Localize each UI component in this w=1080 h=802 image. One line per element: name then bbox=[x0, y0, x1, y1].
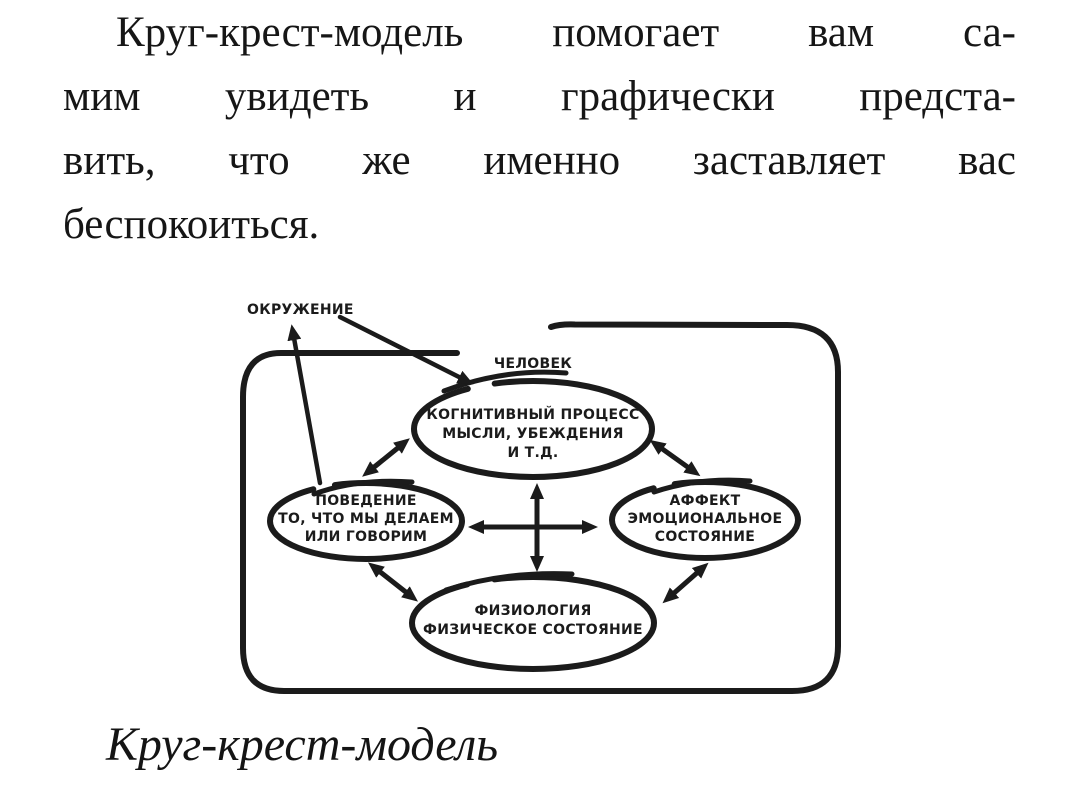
behavior-line-1: ПОВЕДЕНИЕ bbox=[315, 493, 417, 509]
cognition-node bbox=[411, 369, 655, 480]
behavior-node bbox=[267, 478, 465, 562]
affect-node bbox=[609, 477, 801, 561]
physiology-line-2: ФИЗИЧЕСКОЕ СОСТОЯНИЕ bbox=[423, 622, 643, 638]
physiology-ellipse bbox=[409, 574, 657, 672]
physiology-node bbox=[409, 571, 657, 672]
physiology-sketch-stroke bbox=[443, 571, 575, 593]
affect-label: АФФЕКТ ЭМОЦИОНАЛЬНОЕ СОСТОЯНИЕ bbox=[628, 493, 783, 545]
behavior-line-2: ТО, ЧТО МЫ ДЕЛАЕМ bbox=[278, 511, 454, 527]
cognition-line-3: И Т.Д. bbox=[507, 445, 558, 461]
paragraph: Круг-крест-модель помогает вам са- мим у… bbox=[63, 1, 1016, 257]
behavior-label: ПОВЕДЕНИЕ ТО, ЧТО МЫ ДЕЛАЕМ ИЛИ ГОВОРИМ bbox=[278, 493, 454, 545]
person-label: ЧЕЛОВЕК bbox=[494, 356, 572, 372]
paragraph-line-4: беспокоиться. bbox=[63, 201, 320, 248]
physiology-affect-arrow bbox=[662, 562, 709, 604]
paragraph-line-3: вить, что же именно заставляет вас bbox=[63, 137, 1016, 184]
physiology-line-1: ФИЗИОЛОГИЯ bbox=[474, 603, 591, 619]
environment-label: ОКРУЖЕНИЕ bbox=[247, 302, 354, 318]
cognition-affect-arrow bbox=[649, 439, 701, 477]
behavior-sketch-stroke bbox=[311, 478, 415, 497]
affect-line-3: СОСТОЯНИЕ bbox=[655, 529, 755, 545]
paragraph-line-1: Круг-крест-модель помогает вам са- bbox=[116, 9, 1016, 56]
paragraph-line-2: мим увидеть и графически предста- bbox=[63, 73, 1016, 120]
affect-line-1: АФФЕКТ bbox=[670, 493, 741, 509]
environment-to-cognition-arrow bbox=[337, 314, 474, 385]
central-cross-arrows bbox=[468, 483, 598, 572]
behavior-physiology-arrow bbox=[367, 562, 419, 602]
physiology-label: ФИЗИОЛОГИЯ ФИЗИЧЕСКОЕ СОСТОЯНИЕ bbox=[423, 603, 643, 638]
cognition-sketch-stroke bbox=[441, 369, 569, 394]
cognition-label: КОГНИТИВНЫЙ ПРОЦЕСС МЫСЛИ, УБЕЖДЕНИЯ И Т… bbox=[426, 406, 639, 461]
behavior-to-environment-arrow bbox=[287, 324, 323, 486]
cognition-line-2: МЫСЛИ, УБЕЖДЕНИЯ bbox=[442, 426, 623, 442]
behavior-cognition-arrow bbox=[362, 438, 410, 477]
behavior-line-3: ИЛИ ГОВОРИМ bbox=[305, 529, 428, 545]
person-frame-border bbox=[240, 321, 841, 694]
affect-sketch-stroke bbox=[651, 477, 753, 495]
cognition-ellipse bbox=[411, 378, 655, 480]
affect-line-2: ЭМОЦИОНАЛЬНОЕ bbox=[628, 511, 783, 527]
cognition-line-1: КОГНИТИВНЫЙ ПРОЦЕСС bbox=[426, 406, 639, 423]
figure-caption: Круг-крест-модель bbox=[106, 718, 499, 771]
